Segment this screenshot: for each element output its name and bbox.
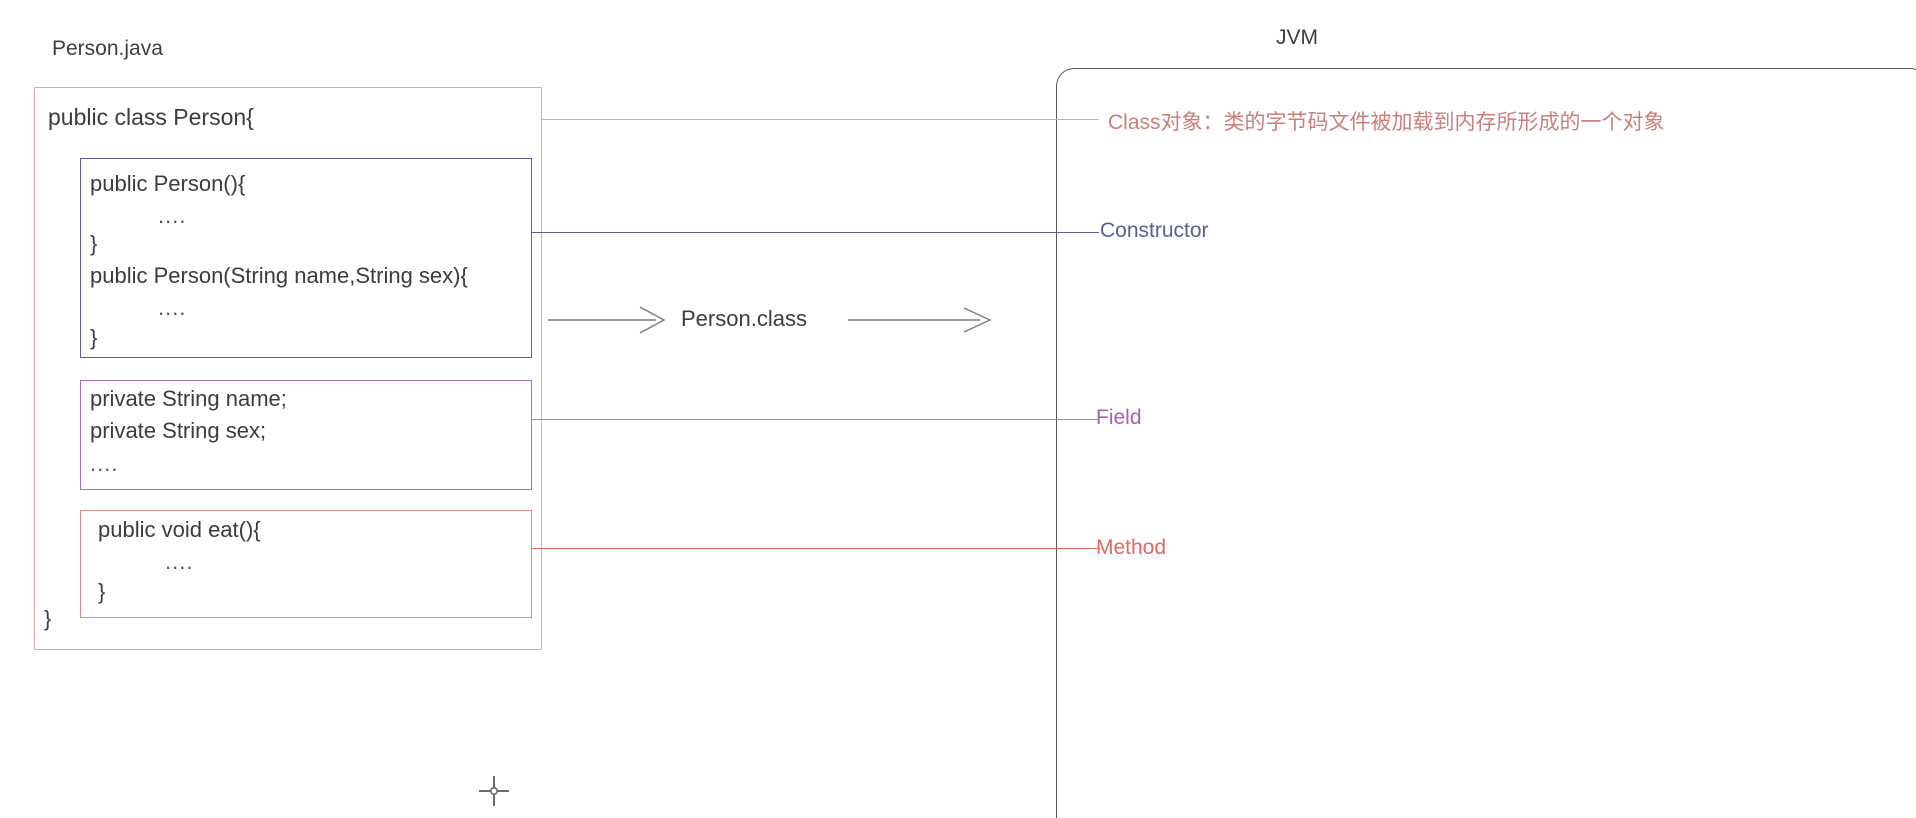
class-outer-box [34, 87, 542, 650]
method-box [80, 510, 532, 618]
jvm-box [1056, 68, 1916, 818]
connector-method [532, 548, 1099, 549]
connector-constructor [532, 232, 1099, 233]
annotation-field: Field [1096, 406, 1142, 429]
field-line-1: private String name; [90, 386, 287, 411]
annotation-constructor: Constructor [1100, 219, 1209, 242]
connector-field [532, 419, 1099, 420]
jvm-title: JVM [1276, 26, 1318, 49]
annotation-class-object: Class对象：类的字节码文件被加载到内存所形成的一个对象 [1108, 111, 1665, 134]
constructor-line-6: } [90, 325, 98, 350]
constructor-line-1: public Person(){ [90, 171, 246, 196]
field-line-2: private String sex; [90, 418, 267, 443]
annotation-method: Method [1096, 536, 1167, 559]
source-file-title: Person.java [52, 37, 163, 60]
arrow-right-icon [848, 307, 992, 333]
class-declaration-line: public class Person{ [48, 104, 254, 130]
method-line-3: } [98, 579, 106, 604]
constructor-line-4: public Person(String name,String sex){ [90, 263, 468, 288]
crosshair-cursor-icon [479, 776, 509, 806]
connector-class-object [542, 119, 1099, 120]
method-line-2: .... [165, 549, 194, 574]
constructor-box [80, 158, 532, 358]
constructor-line-2: .... [158, 203, 187, 228]
constructor-line-5: .... [158, 295, 187, 320]
person-class-label: Person.class [681, 306, 807, 331]
field-line-3: .... [90, 451, 119, 476]
method-line-1: public void eat(){ [98, 517, 261, 542]
class-closing-brace: } [44, 606, 52, 631]
arrow-right-icon [548, 306, 666, 334]
constructor-line-3: } [90, 231, 98, 256]
field-box [80, 380, 532, 490]
